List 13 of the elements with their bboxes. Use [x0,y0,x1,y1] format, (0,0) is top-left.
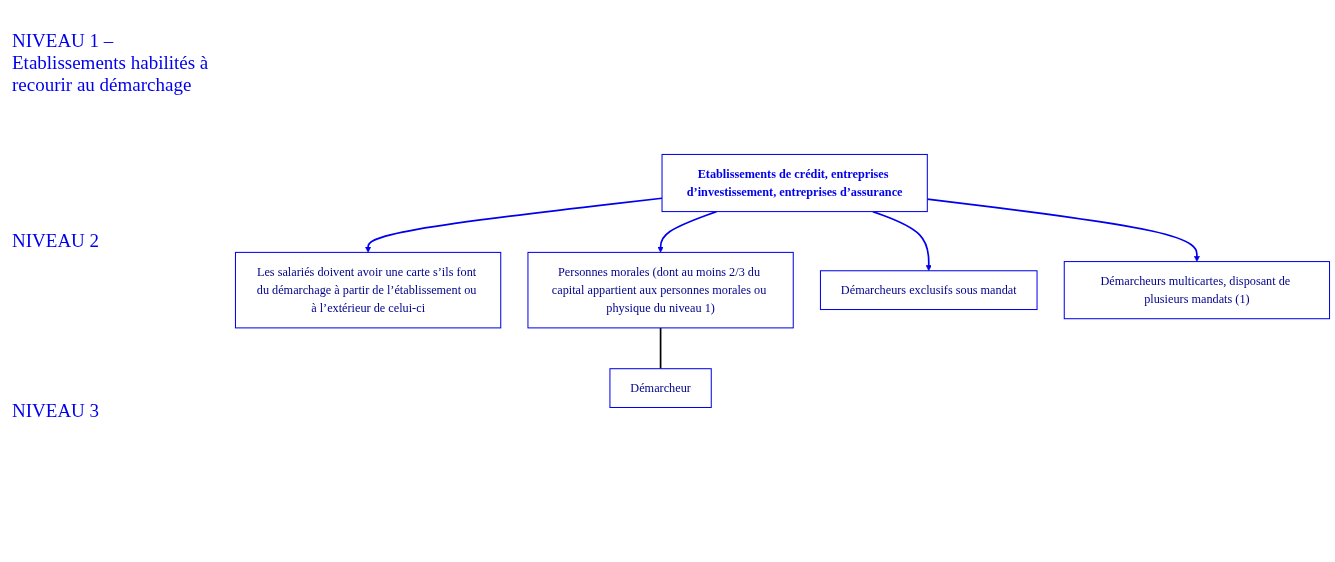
arrow [365,197,663,253]
node-box: Démarcheur [609,368,712,408]
level-label: NIVEAU 3 [12,400,101,422]
node-box: Les salariés doivent avoir une carte s’ils font du démarchage à partir de l’établissement ou à l’extérieur de celui-ci [234,251,502,329]
level-label: NIVEAU 1 – Etablissements habilités à recourir au démarchage [12,30,210,96]
connector [659,327,662,370]
level-label: NIVEAU 2 [12,230,101,252]
node-box: Démarcheurs multicartes, disposant de plusieurs mandats (1) [1063,261,1331,320]
arrow [872,210,932,272]
node-box: Etablissements de crédit, entreprises d’investissement, entreprises d’assurance [661,153,928,213]
arrow [657,210,718,253]
node-box: Personnes morales (dont au moins 2/3 du capital appartient aux personnes morales ou physique du niveau 1) [527,251,794,329]
node-box: Démarcheurs exclusifs sous mandat [819,270,1038,311]
